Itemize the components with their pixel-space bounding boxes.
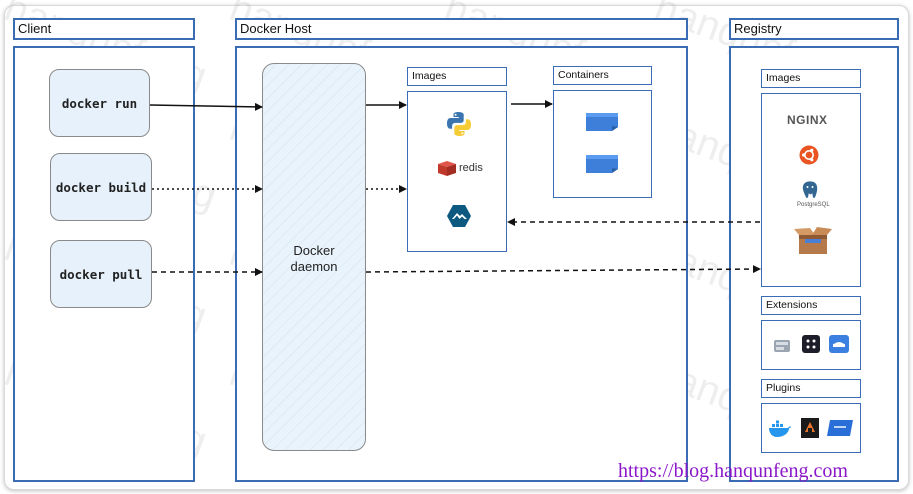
- extension-icon: [829, 335, 849, 358]
- redis-label: redis: [459, 162, 483, 174]
- ubuntu-icon: [799, 145, 819, 170]
- extension-icon: [773, 337, 791, 360]
- alpine-icon: [446, 204, 472, 233]
- plugin-icon: [826, 419, 854, 442]
- run-to-daemon-arrow: [149, 102, 263, 111]
- docker-daemon: [262, 63, 366, 451]
- extension-icon: [802, 335, 820, 358]
- python-icon: [446, 111, 472, 142]
- docker-build-command: docker build: [50, 153, 152, 221]
- registry-title: Registry: [729, 18, 899, 40]
- daemon-to-registry-arrow: [365, 265, 761, 274]
- postgresql-icon: [800, 180, 820, 207]
- plugins-title: Plugins: [761, 379, 861, 398]
- blog-url: https://blog.hanqunfeng.com: [618, 460, 848, 482]
- docker-daemon-label: Docker daemon: [290, 243, 338, 274]
- client-title: Client: [13, 18, 195, 40]
- containers-title: Containers: [553, 66, 652, 85]
- extensions-title: Extensions: [761, 296, 861, 315]
- docker-run-command: docker run: [49, 69, 150, 137]
- container-icon: [585, 153, 619, 180]
- host-images-title: Images: [407, 67, 507, 86]
- plugin-icon: [801, 418, 819, 443]
- registry-images-title: Images: [761, 69, 861, 88]
- docker-pull-command: docker pull: [50, 240, 152, 308]
- postgresql-label: PostgreSQL: [797, 202, 830, 208]
- docker-host-title: Docker Host: [235, 18, 688, 40]
- containers-box: [553, 90, 652, 198]
- container-icon: [585, 111, 619, 138]
- open-box-icon: [793, 225, 833, 262]
- redis-icon: [437, 160, 457, 182]
- nginx-logo: NGINX: [787, 113, 828, 127]
- docker-whale-icon: [768, 420, 792, 443]
